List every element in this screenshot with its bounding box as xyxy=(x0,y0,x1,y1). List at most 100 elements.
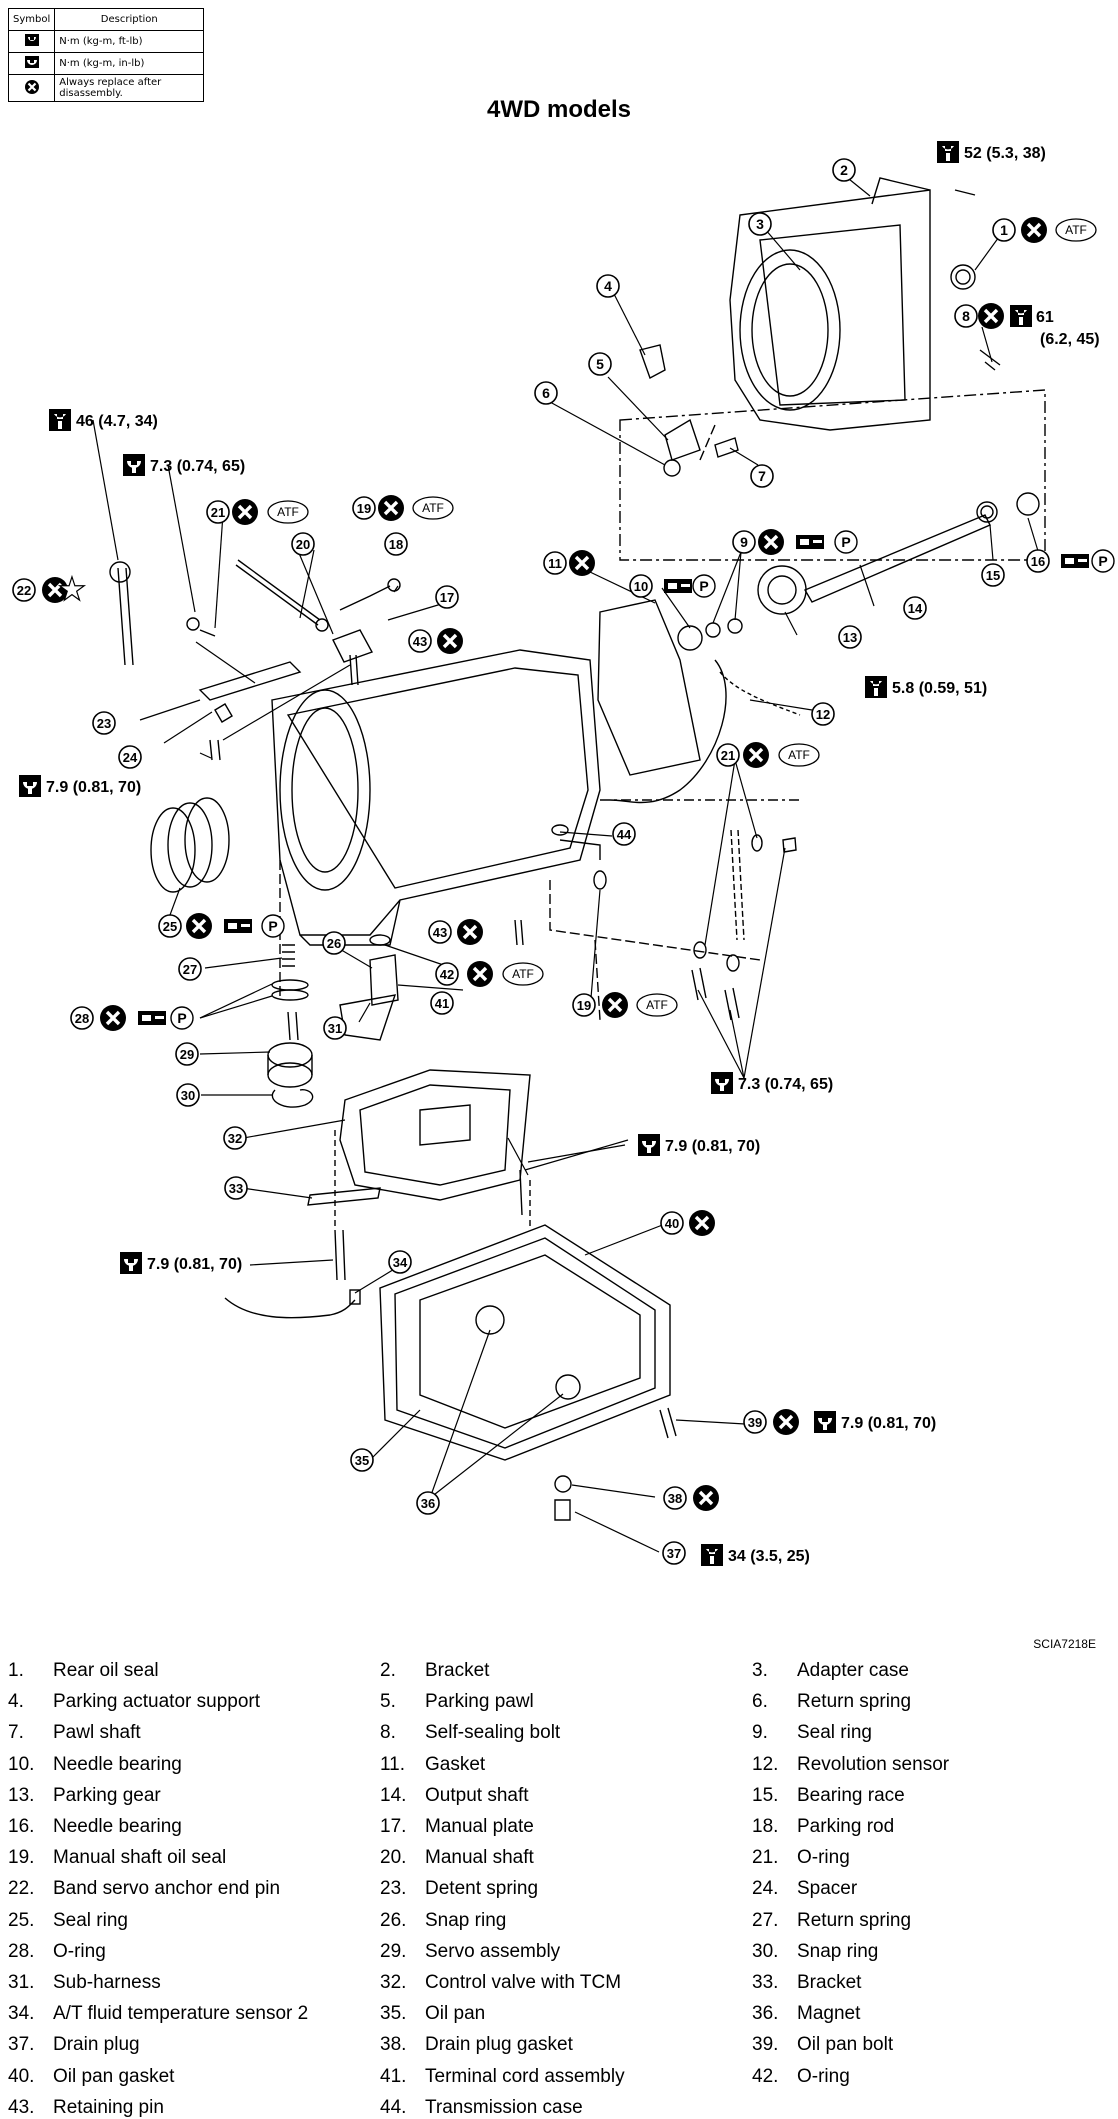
callout-5: 5 xyxy=(596,356,604,372)
callout-39: 39 xyxy=(748,1415,762,1430)
atf-badge-text: ATF xyxy=(788,748,810,762)
part-name: Servo assembly xyxy=(425,1940,561,1962)
callout-10: 10 xyxy=(634,579,648,594)
callout-26: 26 xyxy=(327,936,341,951)
part-name: Oil pan gasket xyxy=(53,2065,175,2087)
torque-label: 7.3 (0.74, 65) xyxy=(150,458,245,475)
part-name: Snap ring xyxy=(425,1909,507,1931)
part-number: 10. xyxy=(8,1753,35,1775)
callout-11: 11 xyxy=(548,556,562,571)
part-name: Parking actuator support xyxy=(53,1691,261,1713)
torque-label: 7.9 (0.81, 70) xyxy=(46,779,141,796)
diagram-title: 4WD models xyxy=(486,96,632,123)
part-name: Detent spring xyxy=(425,1878,539,1900)
callout-2: 2 xyxy=(840,162,848,178)
callout-15: 15 xyxy=(986,568,1000,583)
replace-x-icon xyxy=(40,215,1049,1513)
torque-wrench-icon xyxy=(7,30,56,53)
callout-3: 3 xyxy=(756,216,764,232)
part-number: 41. xyxy=(380,2065,407,2087)
callout-27: 27 xyxy=(183,962,197,977)
figure-reference-code: SCIA7218E xyxy=(1033,1637,1096,1651)
part-name: O-ring xyxy=(797,2065,850,2087)
callout-22: 22 xyxy=(17,583,31,598)
callout-31: 31 xyxy=(328,1021,342,1036)
legend-header-symbol: Symbol xyxy=(7,8,56,31)
callout-33: 33 xyxy=(229,1181,243,1196)
part-name: Terminal cord assembly xyxy=(425,2065,625,2087)
part-name: Bracket xyxy=(797,1972,862,1993)
part-number: 17. xyxy=(380,1816,407,1837)
part-name: Revolution sensor xyxy=(797,1753,950,1775)
callout-1: 1 xyxy=(1000,222,1008,238)
torque-wrench-small-icon xyxy=(7,52,56,75)
part-number: 26. xyxy=(380,1909,407,1931)
part-number: 7. xyxy=(8,1722,24,1744)
callout-21b: 21 xyxy=(721,748,735,763)
linework xyxy=(109,177,1046,1521)
callout-36: 36 xyxy=(421,1496,435,1511)
star-icon: ★ xyxy=(58,570,87,608)
part-number: 2. xyxy=(380,1660,396,1681)
callout-43a: 43 xyxy=(413,634,427,649)
callout-7: 7 xyxy=(758,468,766,484)
part-number: 23. xyxy=(380,1878,407,1900)
callout-28: 28 xyxy=(75,1011,89,1026)
legend-desc-1: N·m (kg-m, ft-lb) xyxy=(54,30,205,53)
p-badge-text: P xyxy=(177,1010,186,1026)
part-number: 9. xyxy=(752,1722,768,1744)
part-number: 39. xyxy=(752,2034,779,2056)
callout-38: 38 xyxy=(668,1491,682,1506)
part-name: Parking gear xyxy=(53,1784,161,1806)
part-number: 25. xyxy=(8,1909,35,1931)
part-name: Transmission case xyxy=(425,2096,583,2118)
part-name: Self-sealing bolt xyxy=(425,1722,561,1744)
part-number: 21. xyxy=(752,1847,779,1869)
callout-37: 37 xyxy=(667,1546,681,1561)
part-name: Bearing race xyxy=(797,1784,905,1806)
part-number: 5. xyxy=(380,1691,396,1713)
part-name: Spacer xyxy=(797,1878,858,1900)
part-number: 4. xyxy=(8,1691,24,1713)
part-number: 43. xyxy=(8,2096,35,2118)
part-number: 31. xyxy=(8,1972,35,1993)
callout-35: 35 xyxy=(355,1453,369,1468)
torque-label: 7.9 (0.81, 70) xyxy=(147,1256,242,1273)
part-name: Oil pan xyxy=(425,2003,486,2025)
part-number: 18. xyxy=(752,1816,779,1837)
legend-desc-3: Always replace after disassembly. xyxy=(54,74,205,102)
part-name: Sub-harness xyxy=(53,1972,161,1993)
part-name: Rear oil seal xyxy=(53,1660,159,1681)
callout-29: 29 xyxy=(180,1047,194,1062)
p-badge-text: P xyxy=(699,578,708,594)
part-number: 33. xyxy=(752,1972,779,1993)
callout-44: 44 xyxy=(617,827,632,842)
part-name: Manual shaft xyxy=(425,1847,534,1869)
part-number: 15. xyxy=(752,1784,779,1806)
part-number: 24. xyxy=(752,1878,779,1900)
callout-24: 24 xyxy=(123,750,138,765)
p-badge-text: P xyxy=(841,534,850,550)
part-name: Needle bearing xyxy=(53,1816,182,1837)
callout-40: 40 xyxy=(665,1216,679,1231)
callout-19a: 19 xyxy=(357,501,371,516)
part-number: 42. xyxy=(752,2065,779,2087)
part-number: 40. xyxy=(8,2065,35,2087)
part-name: Retaining pin xyxy=(53,2096,164,2118)
part-number: 12. xyxy=(752,1753,779,1775)
part-name: Oil pan bolt xyxy=(797,2034,894,2056)
torque-label: 5.8 (0.59, 51) xyxy=(892,680,987,697)
p-badge xyxy=(170,530,1115,1030)
part-number: 8. xyxy=(380,1722,396,1744)
atf-badge-text: ATF xyxy=(1065,223,1087,237)
torque-label: 61 xyxy=(1036,309,1054,326)
part-name: Control valve with TCM xyxy=(425,1972,622,1993)
part-name: Return spring xyxy=(797,1909,912,1931)
torque-label: (6.2, 45) xyxy=(1040,331,1100,348)
part-number: 32. xyxy=(380,1972,407,1993)
torque-wrench-icon xyxy=(49,141,1032,1566)
callout-16: 16 xyxy=(1031,554,1045,569)
atf-badge-text: ATF xyxy=(277,505,299,519)
part-name: Parking rod xyxy=(797,1816,895,1837)
callout-numbers: 2 3 1 4 5 6 7 8 9 10 11 12 13 14 15 16 1… xyxy=(12,158,1050,1565)
